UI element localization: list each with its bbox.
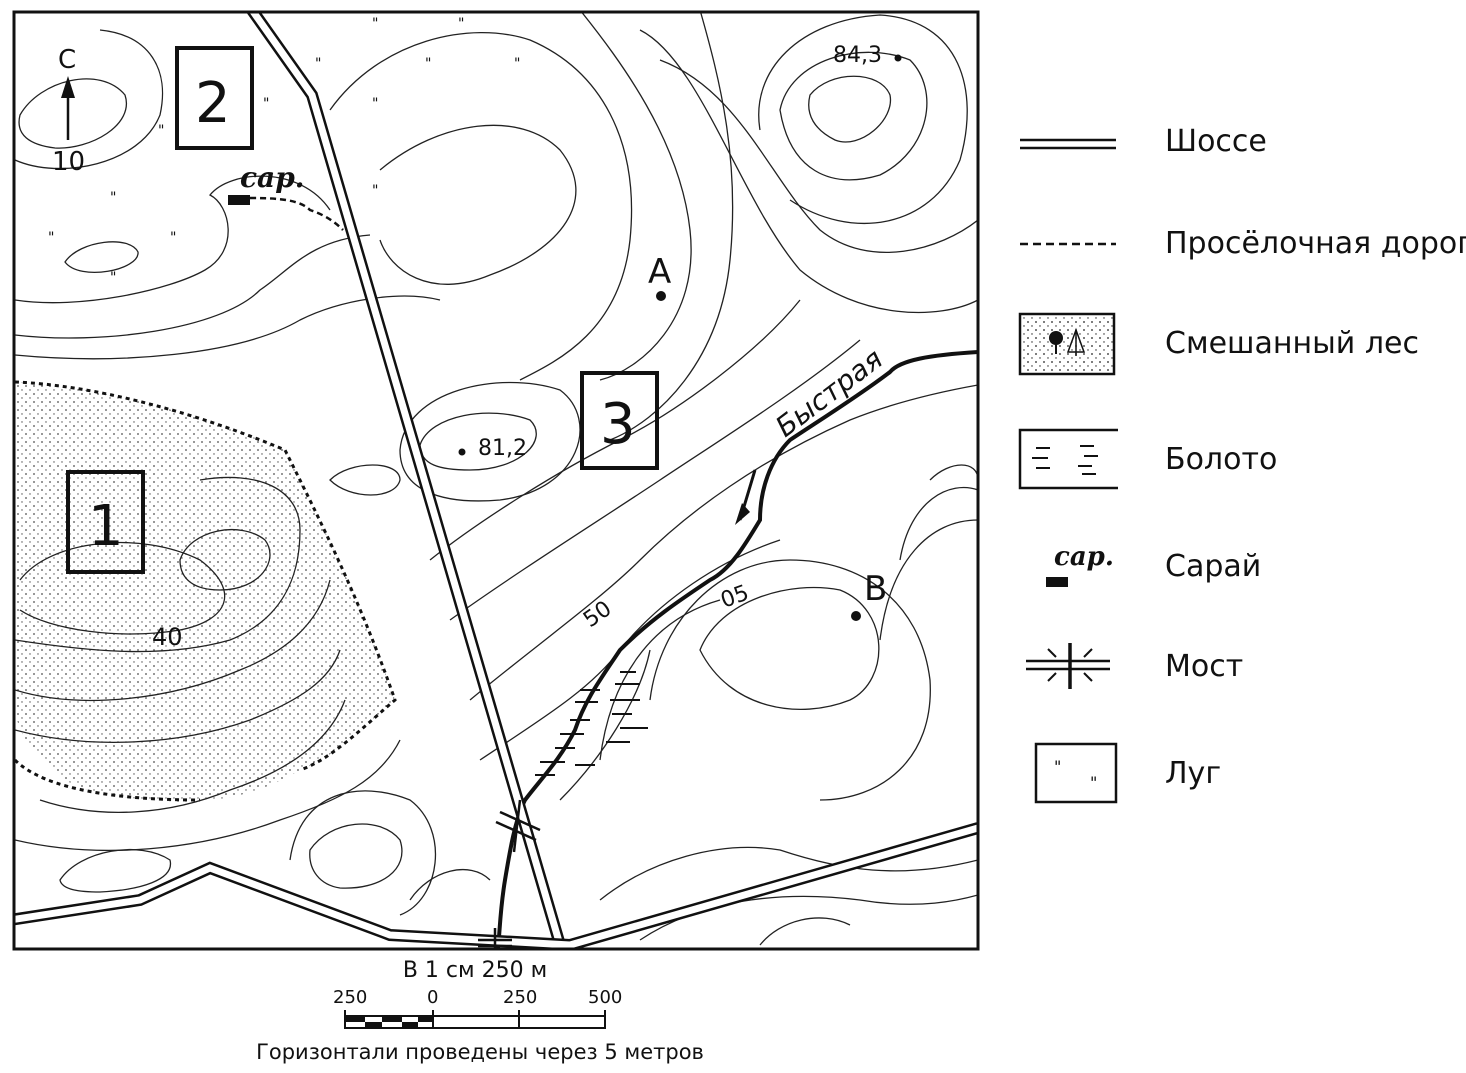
svg-text:": " — [110, 270, 116, 286]
point-a-label: A — [648, 252, 671, 292]
svg-text:": " — [315, 56, 321, 72]
barn-label: сар. — [240, 161, 305, 194]
scale-tick-0: 0 — [427, 987, 439, 1008]
swamp-area — [535, 671, 648, 776]
legend-row-bridge: Мост — [1010, 635, 1460, 705]
area-box-1[interactable] — [66, 470, 145, 574]
svg-text:": " — [48, 230, 54, 246]
contour-label-40: 40 — [152, 623, 183, 651]
highways — [15, 12, 978, 948]
area-box-3[interactable] — [580, 371, 659, 470]
svg-text:": " — [110, 190, 116, 206]
arrow-head — [735, 503, 750, 525]
svg-text:": " — [514, 56, 520, 72]
legend-row-dirt-road: Просёлочная дорога — [1010, 212, 1466, 282]
scale-tick-250-left: 250 — [333, 987, 368, 1008]
scale-bar — [344, 1010, 606, 1029]
river-bystraya — [496, 350, 978, 948]
contour-interval-note: Горизонтали проведены через 5 метров — [256, 1040, 704, 1064]
barn-icon — [228, 195, 250, 205]
elevation-marker-ne — [894, 54, 902, 62]
north-label: С — [58, 45, 76, 75]
scale-tick-500: 500 — [588, 987, 623, 1008]
dirt-road-to-barn — [249, 196, 344, 231]
swamp-symbol — [1018, 428, 1118, 490]
highway-symbol — [1020, 138, 1116, 150]
svg-text:": " — [372, 16, 378, 32]
legend-label-bridge: Мост — [1165, 649, 1244, 684]
map-frame — [12, 10, 980, 951]
contour-label-05: 05 — [718, 581, 753, 614]
area-label-2: 2 — [195, 71, 231, 136]
forest-boundary — [15, 380, 397, 772]
svg-text:": " — [425, 56, 431, 72]
legend-barn-text: сар. — [1054, 542, 1114, 572]
elevation-label-center: 81,2 — [478, 436, 527, 461]
bridge-icon — [478, 799, 541, 948]
svg-text:": " — [170, 230, 176, 246]
scale-tick-250: 250 — [503, 987, 538, 1008]
map-body: """ """ """ """ "" — [15, 12, 978, 948]
area-label-3: 3 — [600, 392, 636, 457]
svg-text:": " — [372, 96, 378, 112]
svg-text:": " — [158, 123, 164, 139]
point-b-label: B — [864, 569, 887, 609]
area-box-2[interactable] — [175, 46, 254, 150]
legend-label-dirt-road: Просёлочная дорога — [1165, 226, 1466, 261]
barn-symbol: сар. — [1046, 542, 1114, 587]
legend-label-forest: Смешанный лес — [1165, 326, 1419, 361]
north-arrow — [61, 76, 75, 140]
mixed-forest-symbol — [1018, 312, 1116, 376]
svg-text:": " — [458, 16, 464, 32]
legend-label-barn: Сарай — [1165, 549, 1262, 584]
svg-text:": " — [372, 183, 378, 199]
meadow-marks: """ """ """ """ "" — [48, 16, 520, 286]
legend-label-highway: Шоссе — [1165, 124, 1267, 159]
azimuth-label: 10 — [52, 147, 85, 177]
svg-text:": " — [1090, 773, 1097, 792]
svg-text:": " — [1054, 757, 1061, 776]
point-a-marker[interactable] — [656, 291, 666, 301]
legend-row-swamp: Болото — [1010, 428, 1460, 498]
forest-boundary-south — [15, 758, 201, 802]
meadow-symbol: " " — [1034, 742, 1118, 804]
contour-label-50: 50 — [579, 596, 616, 633]
elevation-label-ne: 84,3 — [833, 43, 882, 68]
scale-title: В 1 см 250 м — [402, 958, 548, 983]
point-b-marker[interactable] — [851, 611, 861, 621]
legend-label-meadow: Луг — [1165, 756, 1222, 791]
legend-row-barn: сар. Сарай — [1010, 535, 1460, 605]
legend-row-forest: Смешанный лес — [1010, 312, 1460, 382]
mixed-forest-area — [15, 382, 395, 802]
legend-row-highway: Шоссе — [1010, 110, 1460, 180]
elevation-marker-center — [458, 448, 466, 456]
area-label-1: 1 — [88, 494, 124, 559]
contour-lines — [15, 12, 978, 946]
svg-text:": " — [263, 96, 269, 112]
legend-row-meadow: " " Луг — [1010, 742, 1460, 812]
bridge-symbol — [1026, 643, 1110, 689]
dirt-road-symbol — [1020, 242, 1116, 246]
legend-label-swamp: Болото — [1165, 442, 1278, 477]
river-name-label: Быстрая — [769, 342, 889, 443]
